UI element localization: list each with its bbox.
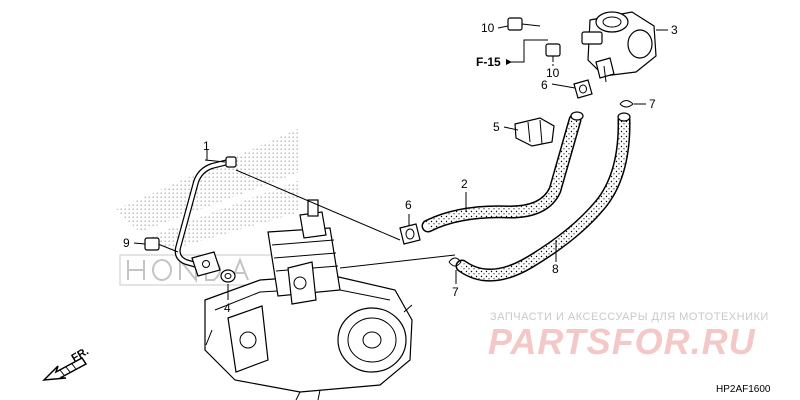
honda-wing-logo xyxy=(115,128,300,286)
reference-f15[interactable]: F-15 xyxy=(476,55,512,69)
callout-5: 5 xyxy=(493,120,500,134)
callout-10-upper: 10 xyxy=(481,21,495,35)
arrow-icon xyxy=(42,357,88,381)
leader-lines xyxy=(133,25,668,300)
part-10-bolt-lower xyxy=(545,43,561,62)
part-6-clip-lower xyxy=(399,223,421,245)
callout-4: 4 xyxy=(224,301,231,315)
part-1-air-pipe xyxy=(174,156,237,277)
part-7-clip-upper xyxy=(619,100,634,108)
reference-label: F-15 xyxy=(476,55,501,69)
part-10-bolt-upper xyxy=(507,17,541,31)
part-3-valve-assembly xyxy=(581,11,657,83)
front-label: FR. xyxy=(70,345,91,364)
callout-2: 2 xyxy=(461,177,468,191)
callout-6-upper: 6 xyxy=(541,78,548,92)
part-5-holder xyxy=(514,117,555,147)
watermark-brand: PARTSFOR.RU xyxy=(488,321,756,362)
callout-7-upper: 7 xyxy=(649,97,656,111)
callout-10-lower: 10 xyxy=(546,66,560,80)
part-2-hose xyxy=(421,111,584,233)
callout-7-lower: 7 xyxy=(452,285,459,299)
part-8-hose xyxy=(455,112,631,282)
watermark-caption: ЗАПЧАСТИ И АКСЕССУАРЫ ДЛЯ МОТОТЕХНИКИ xyxy=(490,311,769,323)
callout-3: 3 xyxy=(671,23,678,37)
callout-1: 1 xyxy=(203,139,210,153)
callout-8: 8 xyxy=(552,262,559,276)
engine-assembly xyxy=(204,199,413,400)
callout-9: 9 xyxy=(123,236,130,250)
front-direction-marker: FR. xyxy=(42,345,91,381)
part-6-clip-upper xyxy=(573,79,593,99)
callout-6-lower: 6 xyxy=(405,198,412,212)
part-4-gasket xyxy=(220,269,236,283)
diagram-code: HP2AF1600 xyxy=(716,384,771,395)
partsfor-watermark: ЗАПЧАСТИ И АКСЕССУАРЫ ДЛЯ МОТОТЕХНИКИ PA… xyxy=(488,311,769,362)
reference-arrow-icon xyxy=(506,59,512,65)
part-7-clip-lower xyxy=(448,257,462,267)
